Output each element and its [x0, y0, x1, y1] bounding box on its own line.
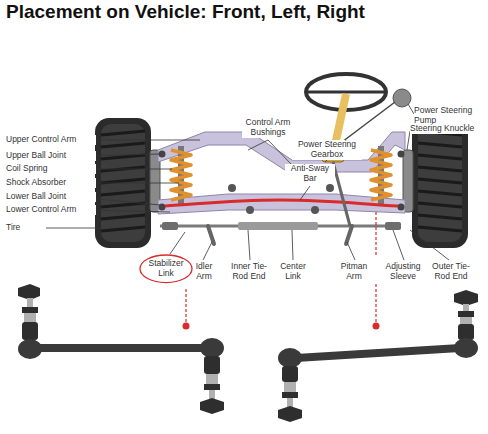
part-label: Center Link [276, 262, 310, 282]
part-label: Tire [6, 223, 46, 233]
part-label: Upper Control Arm [6, 135, 96, 145]
part-label: Power Steering Gearbox [292, 140, 362, 160]
circled-label: Stabilizer Link [143, 256, 189, 282]
stabilizer-link-part [278, 290, 478, 422]
tire [412, 118, 468, 248]
part-label: Outer Tie-Rod End [426, 262, 476, 282]
title: Placement on Vehicle: Front, Left, Right [6, 1, 365, 23]
part-label: Control Arm Bushings [242, 118, 294, 138]
part-label: Power Steering Pump [414, 106, 484, 126]
highlight-ellipse [140, 255, 192, 283]
part-label: Adjusting Sleeve [382, 262, 424, 282]
part-label: Shock Absorber [6, 178, 96, 188]
stabilizer-link-part [18, 284, 224, 414]
node-text: Stabilizer Link [145, 259, 187, 279]
part-label: Lower Control Arm [6, 205, 96, 215]
part-label: Steering Knuckle [410, 124, 486, 134]
part-label: Pitman Arm [336, 262, 372, 282]
part-label: Coil Spring [6, 164, 96, 174]
part-label: Inner Tie-Rod End [224, 262, 274, 282]
part-label: Lower Ball Joint [6, 192, 96, 202]
part-label: Anti-Sway Bar [285, 164, 335, 184]
part-label: Upper Ball Joint [6, 151, 96, 161]
part-label: Idler Arm [190, 262, 218, 282]
